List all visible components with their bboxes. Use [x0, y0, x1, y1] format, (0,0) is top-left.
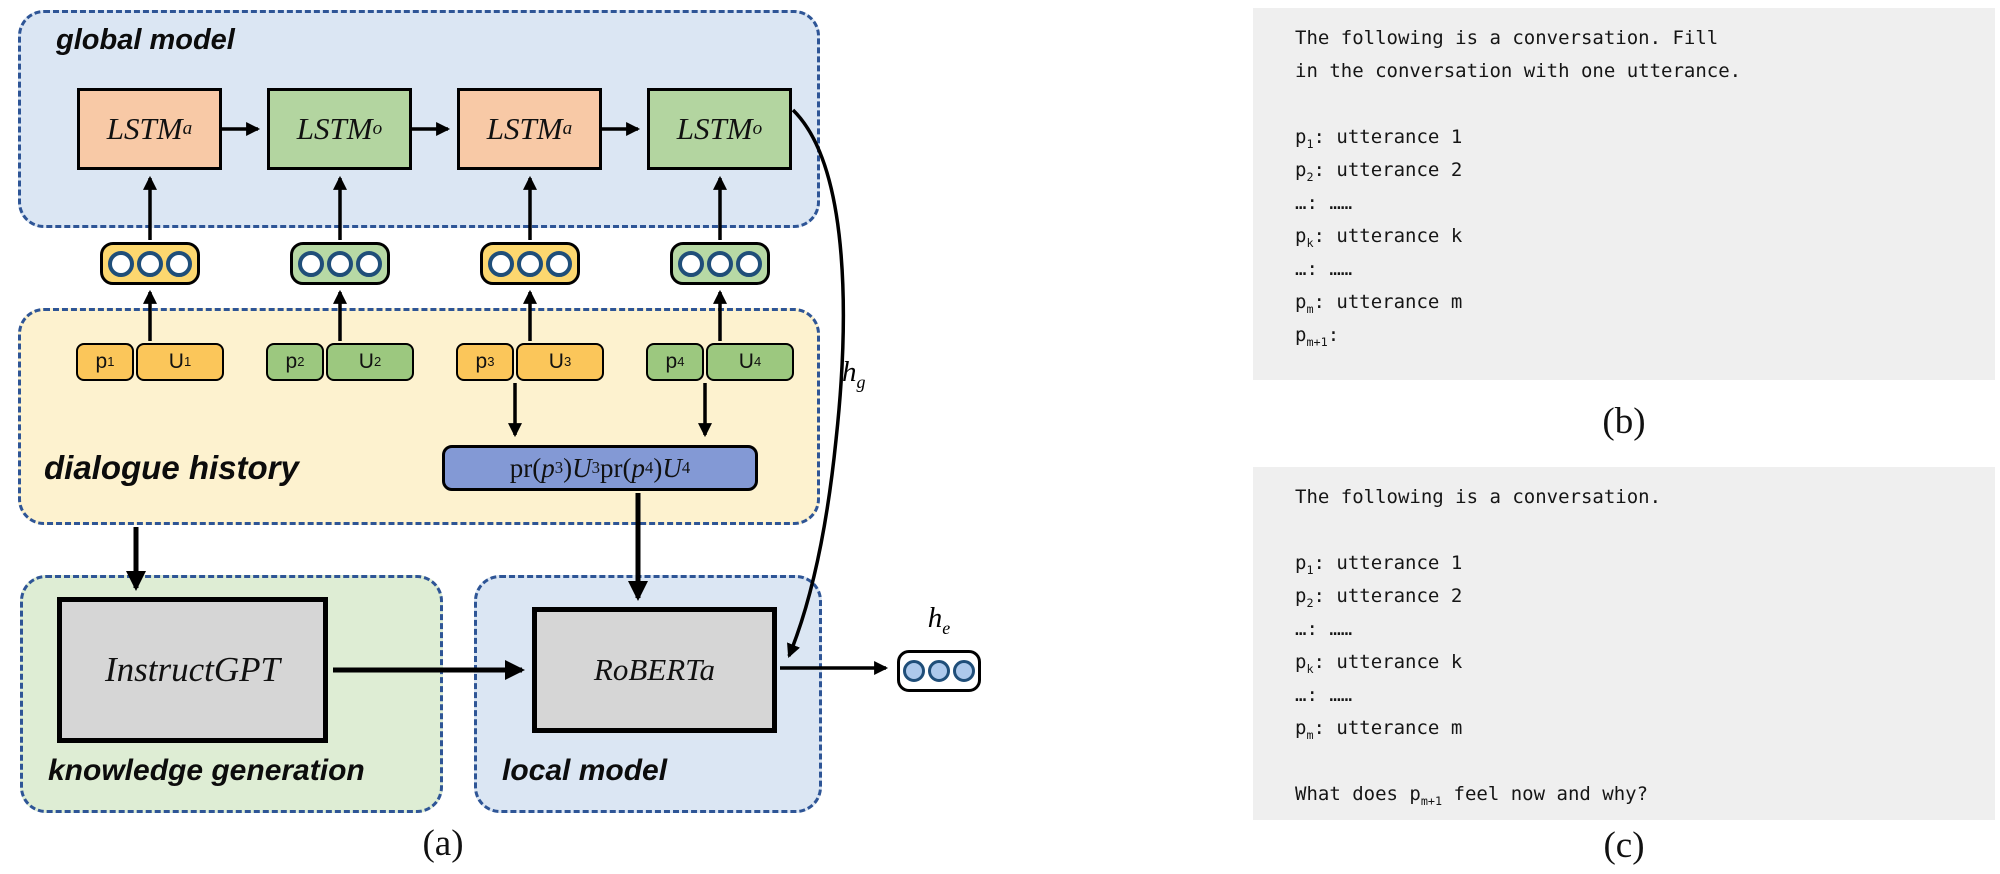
- prompt-line: p2: utterance 2: [1295, 585, 1463, 610]
- roberta-box: RoBERTa: [532, 607, 777, 733]
- prompt-line: p2: utterance 2: [1295, 159, 1463, 184]
- embedding-dot: [707, 250, 733, 277]
- global-model-label: global model: [56, 24, 235, 56]
- embedding-dot: [546, 250, 572, 277]
- prompt-line: …: ……: [1295, 618, 1353, 640]
- prompt-line: in the conversation with one utterance.: [1295, 60, 1742, 82]
- embedding-capsule-4: [670, 242, 770, 285]
- caption-b: (b): [1602, 401, 1646, 442]
- embedding-dot: [298, 250, 324, 277]
- embedding-dot: [928, 660, 950, 682]
- embedding-dot: [517, 250, 543, 277]
- he-label: he: [927, 602, 951, 638]
- caption-c: (c): [1603, 825, 1645, 866]
- embedding-capsule-1: [100, 242, 200, 285]
- prompt-panel-c: The following is a conversation. p1: utt…: [1253, 467, 1995, 820]
- local-model-label: local model: [502, 754, 668, 787]
- he-embedding-capsule: [897, 650, 981, 692]
- embedding-capsule-2: [290, 242, 390, 285]
- embedding-capsule-3: [480, 242, 580, 285]
- prompt-line: pm: utterance m: [1295, 291, 1463, 316]
- embedding-dot: [953, 660, 975, 682]
- embedding-dot: [166, 250, 192, 277]
- hg-label: hg: [842, 356, 866, 392]
- prompt-line: …: ……: [1295, 684, 1353, 706]
- prompt-line: pk: utterance k: [1295, 651, 1463, 676]
- prompt-line: …: ……: [1295, 192, 1353, 214]
- prompt-line: The following is a conversation. Fill: [1295, 27, 1719, 49]
- embedding-dot: [736, 250, 762, 277]
- prompt-line: What does pm+1 feel now and why?: [1295, 783, 1649, 808]
- embedding-dot: [137, 250, 163, 277]
- prompt-line: pm: utterance m: [1295, 717, 1463, 742]
- prompt-line: [1295, 745, 1985, 778]
- prompt-line: The following is a conversation.: [1295, 486, 1662, 508]
- embedding-dot: [678, 250, 704, 277]
- prompt-line: …: ……: [1295, 258, 1353, 280]
- embedding-dot: [903, 660, 925, 682]
- dialogue-history-container: [18, 308, 820, 525]
- embedding-dot: [108, 250, 134, 277]
- embedding-dot: [327, 250, 353, 277]
- embedding-dot: [488, 250, 514, 277]
- instructgpt-box: InstructGPT: [57, 597, 328, 743]
- dialogue-history-label: dialogue history: [44, 449, 299, 486]
- prompt-line: [1295, 514, 1985, 547]
- caption-a: (a): [422, 823, 464, 864]
- prompt-line: pm+1:: [1295, 324, 1340, 349]
- prompt-line: [1295, 88, 1985, 121]
- prompt-line: pk: utterance k: [1295, 225, 1463, 250]
- prompt-line: p1: utterance 1: [1295, 126, 1463, 151]
- knowledge-generation-label: knowledge generation: [48, 754, 365, 787]
- prompt-panel-b: The following is a conversation. Fill in …: [1253, 8, 1995, 380]
- embedding-dot: [356, 250, 382, 277]
- prompt-line: p1: utterance 1: [1295, 552, 1463, 577]
